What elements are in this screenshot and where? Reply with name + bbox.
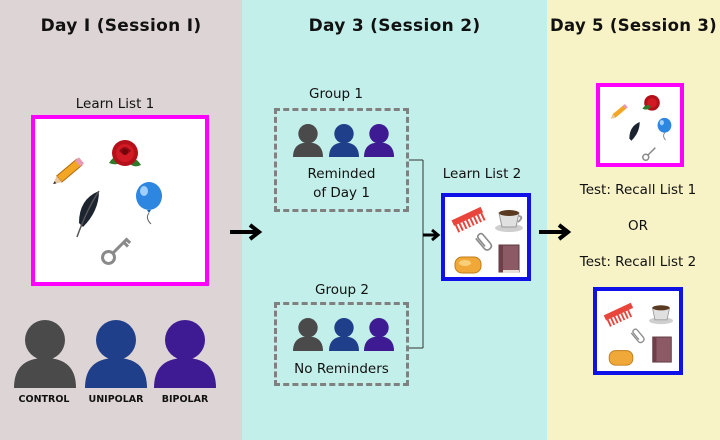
control-label: CONTROL: [18, 394, 70, 405]
learn-list1-label: Learn List 1: [75, 96, 155, 112]
small-feather-icon: [629, 122, 640, 141]
small-pencil-icon: [610, 103, 628, 119]
day1-title: Day I (Session I): [40, 16, 202, 36]
day1-panel: Day I (Session I) Learn List 1: [0, 0, 242, 440]
learn-list2-label: Learn List 2: [442, 166, 522, 182]
group1-title: Group 1: [309, 86, 363, 102]
arrow-groups-to-list2: [423, 228, 441, 242]
key-icon: [101, 237, 132, 265]
small-book-icon: [652, 336, 672, 363]
list1-box: [31, 115, 209, 286]
book-icon: [498, 244, 520, 273]
recall-list1-box: [596, 83, 684, 167]
pencil-icon: [53, 157, 85, 185]
unipolar-label: UNIPOLAR: [88, 394, 144, 405]
group1-person-blue-icon: [328, 124, 360, 157]
arrow-day3-to-day5: [539, 223, 572, 241]
balloon-icon: [136, 182, 162, 225]
control-person-icon: [14, 320, 76, 388]
small-comb-icon: [603, 302, 634, 327]
coffee-cup-icon: [495, 210, 523, 232]
group2-person-purple-icon: [363, 318, 395, 351]
small-key-icon: [642, 147, 656, 161]
test-recall-list2: Test: Recall List 2: [579, 254, 697, 270]
soap-icon: [454, 256, 482, 274]
paperclip-icon: [475, 232, 493, 251]
day3-title: Day 3 (Session 2): [308, 16, 481, 36]
small-paperclip-icon: [630, 328, 645, 344]
rose-icon: [109, 140, 141, 167]
small-soap-icon: [608, 350, 634, 366]
comb-icon: [451, 206, 486, 233]
group1-text-line1: Reminded: [307, 166, 376, 182]
small-coffee-cup-icon: [649, 305, 673, 325]
test-recall-list1: Test: Recall List 1: [579, 182, 697, 198]
small-rose-icon: [642, 95, 660, 111]
group2-box: No Reminders: [274, 302, 409, 386]
group2-title: Group 2: [315, 282, 369, 298]
recall-list2-box: [593, 287, 683, 375]
group2-text: No Reminders: [294, 361, 389, 377]
group-bracket-connector: [409, 159, 424, 349]
feather-icon: [76, 190, 100, 238]
group1-person-gray-icon: [292, 124, 324, 157]
group1-person-purple-icon: [363, 124, 395, 157]
group2-person-gray-icon: [292, 318, 324, 351]
bipolar-person-icon: [154, 320, 216, 388]
group2-person-blue-icon: [328, 318, 360, 351]
group1-text-line2: of Day 1: [313, 185, 370, 201]
day3-panel: Day 3 (Session 2) Group 1 Reminded of Da…: [230, 0, 547, 440]
day5-title: Day 5 (Session 3): [550, 16, 717, 35]
small-balloon-icon: [657, 117, 672, 141]
bipolar-label: BIPOLAR: [161, 394, 209, 405]
arrow-day1-to-day3: [230, 223, 263, 241]
group1-box: Reminded of Day 1: [274, 108, 409, 212]
unipolar-person-icon: [85, 320, 147, 388]
list2-box: [441, 193, 531, 281]
day5-panel: Day 5 (Session 3): [539, 0, 720, 440]
or-label: OR: [627, 218, 648, 234]
